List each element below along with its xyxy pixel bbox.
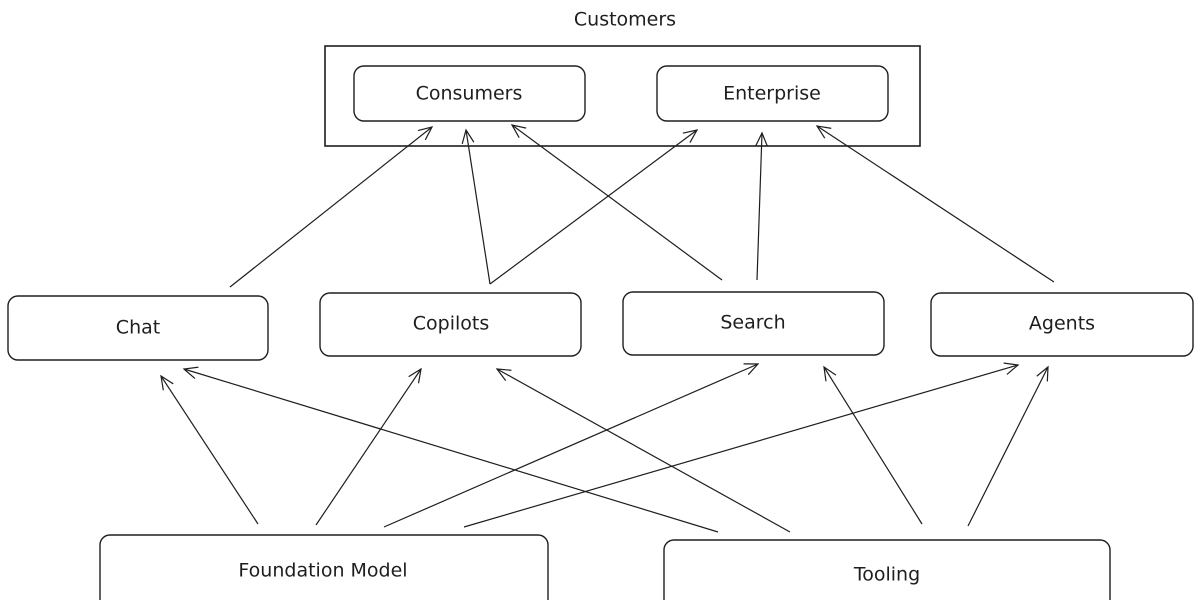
model-to-copilots-arrow (315, 367, 422, 526)
enterprise-node: Enterprise (656, 65, 889, 122)
consumers-node: Consumers (353, 65, 586, 122)
copilots-node: Copilots (319, 292, 582, 357)
copilots-to-enterprise-arrow (489, 129, 699, 285)
tooling-to-copilots-arrow (495, 368, 791, 533)
consumers-label: Consumers (416, 83, 523, 105)
agents-label: Agents (1029, 313, 1095, 335)
tooling-to-chat-arrow (182, 366, 719, 533)
model-to-search-arrow (383, 363, 760, 528)
search-to-enterprise-arrow (755, 131, 768, 281)
tooling-to-search-arrow (823, 365, 923, 525)
tooling-label: Tooling (853, 564, 920, 586)
search-node: Search (622, 291, 885, 356)
customers-group (324, 45, 921, 147)
chat-node: Chat (7, 295, 269, 361)
tooling-node: Tooling (663, 539, 1111, 600)
model-to-chat-arrow (160, 374, 259, 525)
chat-to-consumers-arrow (229, 126, 434, 288)
model-to-agents-arrow (463, 362, 1020, 528)
copilots-to-consumers-arrow (461, 128, 491, 285)
foundation-model-label: Foundation Model (238, 560, 407, 582)
agents-to-enterprise-arrow (815, 125, 1055, 283)
enterprise-label: Enterprise (723, 83, 821, 105)
chat-label: Chat (116, 317, 160, 339)
search-to-consumers-arrow (510, 124, 723, 281)
foundation-model-node: Foundation Model (99, 534, 549, 600)
copilots-label: Copilots (413, 313, 489, 335)
arrows-layer (160, 124, 1055, 533)
agents-node: Agents (930, 292, 1194, 357)
search-label: Search (720, 312, 785, 334)
tooling-to-agents-arrow (967, 365, 1049, 527)
customers-title: Customers (574, 9, 676, 31)
